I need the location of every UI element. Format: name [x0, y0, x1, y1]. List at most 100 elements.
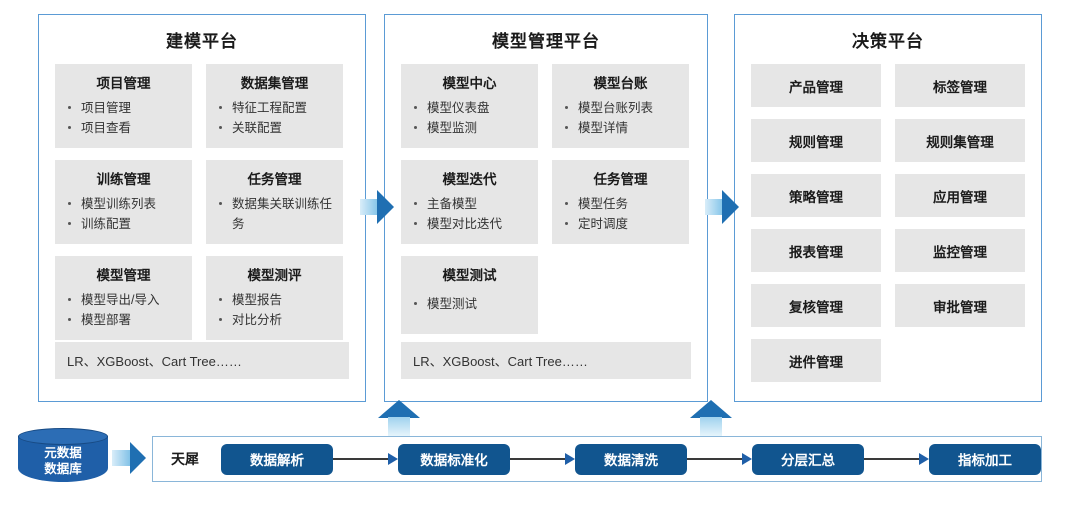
- tile-review-management[interactable]: 复核管理: [751, 284, 881, 327]
- arrow-up-to-decision-icon: [690, 400, 732, 437]
- arrow-head: [722, 190, 739, 224]
- card-dataset-management[interactable]: 数据集管理 特征工程配置 关联配置: [206, 64, 343, 148]
- arrow-head: [690, 400, 732, 418]
- list-item[interactable]: 训练配置: [65, 214, 186, 234]
- arrow-head: [130, 442, 146, 474]
- pipeline-connector-icon: [510, 453, 575, 465]
- card-title: 任务管理: [247, 172, 302, 187]
- card-title: 模型测试: [442, 268, 497, 283]
- pipeline-step-data-parsing[interactable]: 数据解析: [221, 443, 333, 475]
- card-task-management[interactable]: 任务管理 数据集关联训练任务: [206, 160, 343, 244]
- tile-ruleset-management[interactable]: 规则集管理: [895, 119, 1025, 162]
- card-item-list: 模型仪表盘 模型监测: [407, 98, 532, 138]
- card-item-list: 模型测试: [407, 294, 532, 314]
- database-label-line1: 元数据: [44, 446, 82, 460]
- tile-product-management[interactable]: 产品管理: [751, 64, 881, 107]
- tile-strategy-management[interactable]: 策略管理: [751, 174, 881, 217]
- arrow-head: [377, 190, 394, 224]
- list-item[interactable]: 项目查看: [65, 118, 186, 138]
- card-item-list: 模型任务 定时调度: [558, 194, 683, 234]
- card-item-list: 数据集关联训练任务: [212, 194, 337, 234]
- arrow-right-model-management-to-decision-icon: [705, 190, 739, 224]
- modeling-algorithm-bar: LR、XGBoost、Cart Tree……: [55, 342, 349, 379]
- cylinder-top: [18, 428, 108, 445]
- list-item[interactable]: 模型详情: [562, 118, 683, 138]
- arrow-right-database-to-pipeline-icon: [112, 442, 148, 474]
- database-label-line2: 数据库: [44, 462, 82, 476]
- card-title: 模型迭代: [442, 172, 497, 187]
- tile-application-management[interactable]: 应用管理: [895, 174, 1025, 217]
- pipeline-step-list: 数据解析 数据标准化 数据清洗 分层汇总 指标加工: [221, 443, 1041, 475]
- card-title: 任务管理: [593, 172, 648, 187]
- card-task-management[interactable]: 任务管理 模型任务 定时调度: [552, 160, 689, 244]
- decision-tile-grid: 产品管理 标签管理 规则管理 规则集管理 策略管理 应用管理 报表管理 监控管理…: [751, 64, 1025, 382]
- panel-model-management-body: 模型中心 模型仪表盘 模型监测 模型台账 模型台账列表 模型详情 模型迭代 主备…: [385, 64, 707, 334]
- card-title: 数据集管理: [240, 76, 309, 91]
- card-project-management[interactable]: 项目管理 项目管理 项目查看: [55, 64, 192, 148]
- arrow-right-modeling-to-model-management-icon: [360, 190, 394, 224]
- pipeline-connector-icon: [864, 453, 929, 465]
- pipeline-step-data-standardization[interactable]: 数据标准化: [398, 443, 510, 475]
- card-model-ledger[interactable]: 模型台账 模型台账列表 模型详情: [552, 64, 689, 148]
- card-title: 模型台账: [593, 76, 648, 91]
- list-item[interactable]: 模型台账列表: [562, 98, 683, 118]
- list-item[interactable]: 数据集关联训练任务: [216, 194, 337, 234]
- list-item[interactable]: 主备模型: [411, 194, 532, 214]
- list-item[interactable]: 模型测试: [411, 294, 532, 314]
- tile-rule-management[interactable]: 规则管理: [751, 119, 881, 162]
- arrow-shaft: [360, 199, 379, 215]
- panel-modeling-platform: 建模平台 项目管理 项目管理 项目查看 数据集管理 特征工程配置 关联配置 训练…: [38, 14, 366, 402]
- card-item-list: 模型导出/导入 模型部署: [61, 290, 186, 330]
- tile-monitoring-management[interactable]: 监控管理: [895, 229, 1025, 272]
- model-management-algorithm-bar: LR、XGBoost、Cart Tree……: [401, 342, 691, 379]
- model-management-card-grid: 模型中心 模型仪表盘 模型监测 模型台账 模型台账列表 模型详情 模型迭代 主备…: [401, 64, 691, 334]
- tile-label-management[interactable]: 标签管理: [895, 64, 1025, 107]
- arrow-shaft: [705, 199, 724, 215]
- list-item[interactable]: 模型监测: [411, 118, 532, 138]
- panel-model-management-platform: 模型管理平台 模型中心 模型仪表盘 模型监测 模型台账 模型台账列表 模型详情 …: [384, 14, 708, 402]
- card-training-management[interactable]: 训练管理 模型训练列表 训练配置: [55, 160, 192, 244]
- pipeline-step-layered-aggregation[interactable]: 分层汇总: [752, 443, 864, 475]
- list-item[interactable]: 模型导出/导入: [65, 290, 186, 310]
- list-item[interactable]: 模型报告: [216, 290, 337, 310]
- panel-model-management-title: 模型管理平台: [492, 32, 600, 51]
- card-model-management[interactable]: 模型管理 模型导出/导入 模型部署: [55, 256, 192, 340]
- modeling-card-grid: 项目管理 项目管理 项目查看 数据集管理 特征工程配置 关联配置 训练管理 模型…: [55, 64, 349, 340]
- arrow-shaft: [700, 417, 722, 437]
- tile-report-management[interactable]: 报表管理: [751, 229, 881, 272]
- list-item[interactable]: 模型对比迭代: [411, 214, 532, 234]
- card-model-evaluation[interactable]: 模型测评 模型报告 对比分析: [206, 256, 343, 340]
- arrow-head: [378, 400, 420, 418]
- card-model-center[interactable]: 模型中心 模型仪表盘 模型监测: [401, 64, 538, 148]
- tile-intake-management[interactable]: 进件管理: [751, 339, 881, 382]
- list-item[interactable]: 对比分析: [216, 310, 337, 330]
- card-title: 训练管理: [96, 172, 151, 187]
- arrow-up-to-model-management-icon: [378, 400, 420, 437]
- pipeline-step-metric-processing[interactable]: 指标加工: [929, 443, 1041, 475]
- list-item[interactable]: 模型训练列表: [65, 194, 186, 214]
- card-model-test[interactable]: 模型测试 模型测试: [401, 256, 538, 334]
- arrow-shaft: [112, 450, 132, 466]
- list-item[interactable]: 模型任务: [562, 194, 683, 214]
- card-item-list: 模型训练列表 训练配置: [61, 194, 186, 234]
- list-item[interactable]: 关联配置: [216, 118, 337, 138]
- card-item-list: 模型报告 对比分析: [212, 290, 337, 330]
- arrow-shaft: [388, 417, 410, 437]
- data-pipeline: 天犀 数据解析 数据标准化 数据清洗 分层汇总 指标加工: [152, 436, 1042, 482]
- pipeline-step-data-cleaning[interactable]: 数据清洗: [575, 443, 687, 475]
- list-item[interactable]: 模型部署: [65, 310, 186, 330]
- list-item[interactable]: 定时调度: [562, 214, 683, 234]
- card-model-iteration[interactable]: 模型迭代 主备模型 模型对比迭代: [401, 160, 538, 244]
- pipeline-connector-icon: [333, 453, 398, 465]
- panel-decision-platform: 决策平台 产品管理 标签管理 规则管理 规则集管理 策略管理 应用管理 报表管理…: [734, 14, 1042, 402]
- panel-modeling-title: 建模平台: [166, 32, 238, 51]
- panel-decision-body: 产品管理 标签管理 规则管理 规则集管理 策略管理 应用管理 报表管理 监控管理…: [735, 64, 1041, 382]
- tile-approval-management[interactable]: 审批管理: [895, 284, 1025, 327]
- database-cylinder-icon: 元数据 数据库: [18, 428, 108, 490]
- list-item[interactable]: 项目管理: [65, 98, 186, 118]
- list-item[interactable]: 模型仪表盘: [411, 98, 532, 118]
- list-item[interactable]: 特征工程配置: [216, 98, 337, 118]
- card-item-list: 特征工程配置 关联配置: [212, 98, 337, 138]
- card-title: 模型管理: [96, 268, 151, 283]
- card-title: 模型中心: [442, 76, 497, 91]
